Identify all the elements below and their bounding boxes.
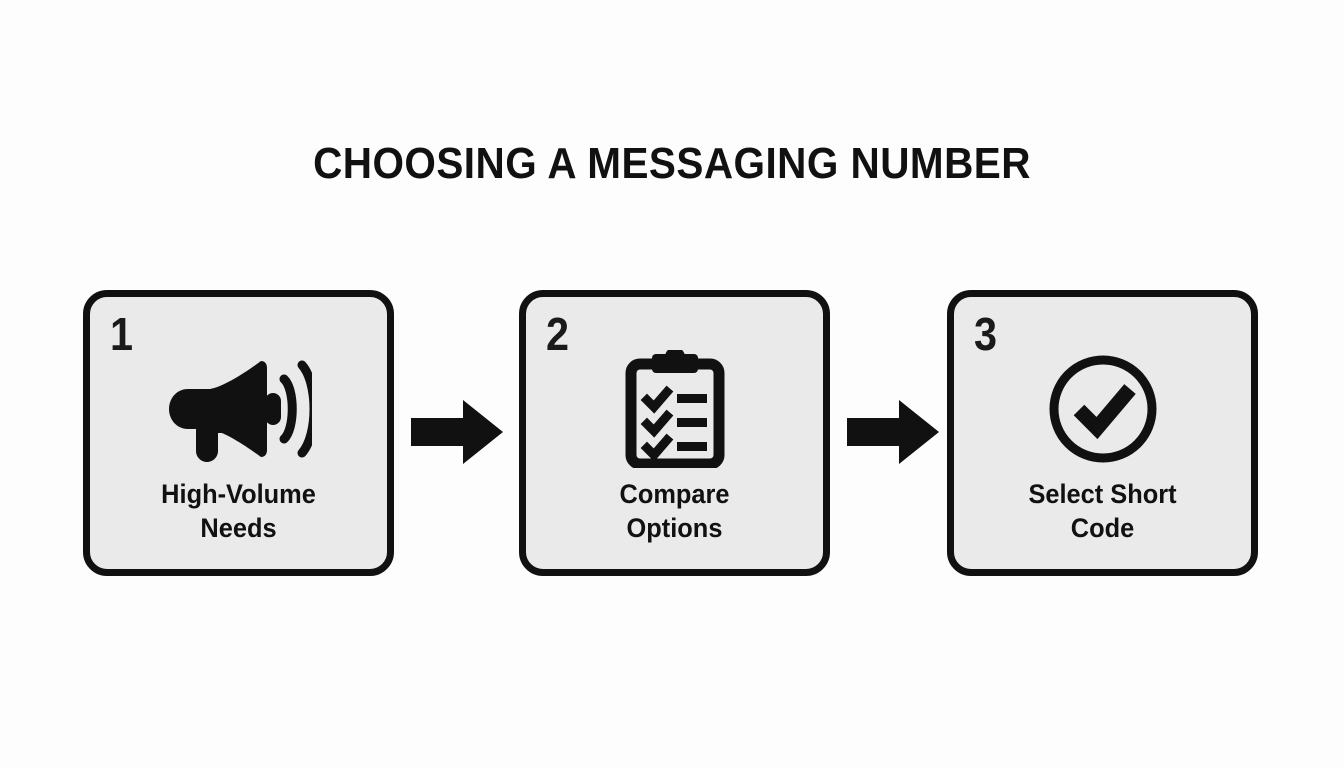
step-card-3[interactable]: 3 Select Short Code [947,290,1258,576]
page-title: CHOOSING A MESSAGING NUMBER [313,139,1031,188]
step-label-3: Select Short Code [1028,479,1177,543]
step-label-2: Compare Options [619,479,730,543]
step-number-3: 3 [974,308,998,360]
clipboard-checklist-icon [526,345,823,473]
arrow-right-icon [411,400,503,464]
step-label-1: High-Volume Needs [161,479,316,543]
process-flow: 1 [83,290,1258,576]
megaphone-icon [90,345,387,473]
check-circle-icon [954,345,1251,473]
step-number-1: 1 [110,308,134,360]
step-number-2: 2 [546,308,570,360]
arrow-right-icon [847,400,939,464]
step-card-2[interactable]: 2 [519,290,830,576]
step-card-1[interactable]: 1 [83,290,394,576]
